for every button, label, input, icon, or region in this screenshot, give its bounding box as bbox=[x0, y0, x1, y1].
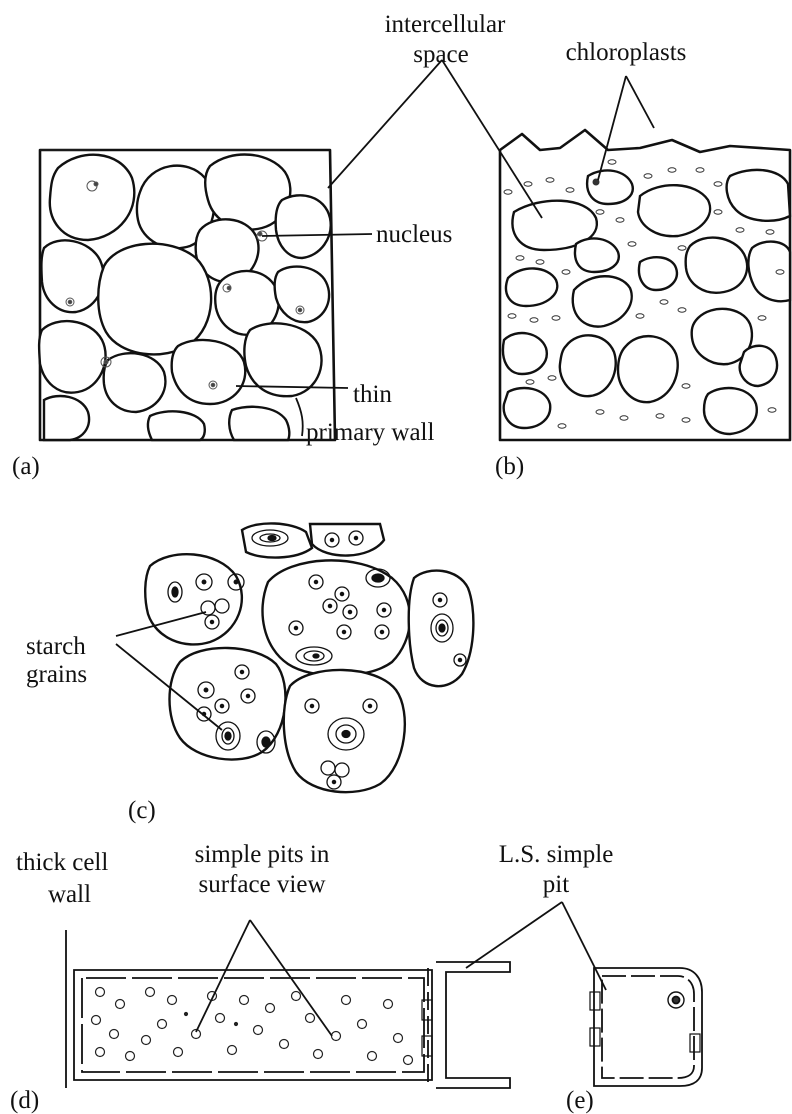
label-thin-primary-wall: primary wall bbox=[306, 419, 434, 446]
label-thick-cell: thick cell bbox=[16, 849, 108, 876]
label-chloroplasts: chloroplasts bbox=[566, 39, 687, 66]
panel-c-starch-storage: starch grains (c) bbox=[26, 523, 473, 824]
panel-a-parenchyma: intercellular space nucleus thin primary… bbox=[12, 11, 506, 480]
label-grains: grains bbox=[26, 661, 87, 688]
caption-a: (a) bbox=[12, 453, 40, 480]
panel-e-longitudinal-section: L.S. simple pit (e) bbox=[466, 841, 702, 1114]
panel-c-cells bbox=[145, 523, 473, 792]
panel-b-chlorenchyma: chloroplasts (b) bbox=[442, 39, 790, 480]
label-intercellular-space-line1: intercellular bbox=[385, 11, 506, 38]
panel-a-cells bbox=[39, 155, 331, 440]
label-wall: wall bbox=[48, 881, 91, 908]
label-surface-view: surface view bbox=[198, 871, 325, 898]
panel-b-air-spaces bbox=[503, 170, 790, 434]
panel-d-thick-walled-cell: thick cell wall simple pits in surface v… bbox=[10, 841, 510, 1114]
label-pit: pit bbox=[543, 871, 569, 898]
panel-d-cell-walls bbox=[66, 962, 510, 1088]
label-starch: starch bbox=[26, 633, 86, 660]
panel-d-simple-pits bbox=[92, 988, 413, 1065]
panel-e-cell-wall bbox=[590, 968, 702, 1086]
label-intercellular-space-line2: space bbox=[413, 41, 469, 68]
label-ls-simple: L.S. simple bbox=[499, 841, 614, 868]
label-thin-line1: thin bbox=[353, 381, 392, 408]
caption-e: (e) bbox=[566, 1087, 594, 1114]
caption-d: (d) bbox=[10, 1087, 39, 1114]
panel-e-leader-lines bbox=[466, 902, 606, 990]
caption-b: (b) bbox=[495, 453, 524, 480]
label-simple-pits-in: simple pits in bbox=[195, 841, 330, 868]
caption-c: (c) bbox=[128, 797, 156, 824]
label-nucleus: nucleus bbox=[376, 221, 452, 248]
